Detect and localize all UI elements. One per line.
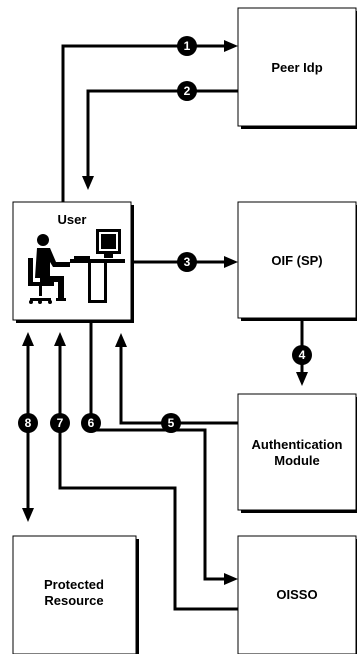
- user-node: User: [12, 201, 134, 323]
- step-badge-1: 1: [177, 36, 197, 56]
- person-at-computer-icon: [28, 229, 125, 304]
- peer-idp-node: Peer Idp: [237, 7, 357, 129]
- step-number-8: 8: [25, 416, 32, 430]
- oisso-node: OISSO: [237, 535, 357, 654]
- step-badge-8: 8: [18, 413, 38, 433]
- user-label: User: [58, 212, 87, 227]
- step-number-1: 1: [184, 39, 191, 53]
- protected-resource-label-line1: Protected: [44, 577, 104, 592]
- step-number-5: 5: [168, 416, 175, 430]
- oif-sp-label: OIF (SP): [271, 253, 322, 268]
- oif-sp-node: OIF (SP): [237, 201, 357, 321]
- peer-idp-label: Peer Idp: [271, 60, 322, 75]
- flow-6: [89, 320, 238, 585]
- protected-resource-label-line2: Resource: [44, 593, 103, 608]
- step-number-7: 7: [57, 416, 64, 430]
- step-badge-5: 5: [161, 413, 181, 433]
- step-badge-7: 7: [50, 413, 70, 433]
- flow-1: [61, 40, 238, 202]
- step-number-3: 3: [184, 255, 191, 269]
- step-number-4: 4: [299, 348, 306, 362]
- step-badge-2: 2: [177, 81, 197, 101]
- flow-2: [82, 89, 238, 190]
- authentication-module-label-line1: Authentication: [252, 437, 343, 452]
- step-badge-6: 6: [81, 413, 101, 433]
- authentication-module-node: Authentication Module: [237, 393, 357, 513]
- protected-resource-node: Protected Resource: [12, 535, 139, 654]
- step-badge-4: 4: [292, 345, 312, 365]
- step-number-6: 6: [88, 416, 95, 430]
- step-badge-3: 3: [177, 252, 197, 272]
- step-number-2: 2: [184, 84, 191, 98]
- oisso-label: OISSO: [276, 587, 317, 602]
- authentication-module-label-line2: Module: [274, 453, 320, 468]
- flow-5: [115, 333, 238, 425]
- flow-7: [54, 332, 238, 611]
